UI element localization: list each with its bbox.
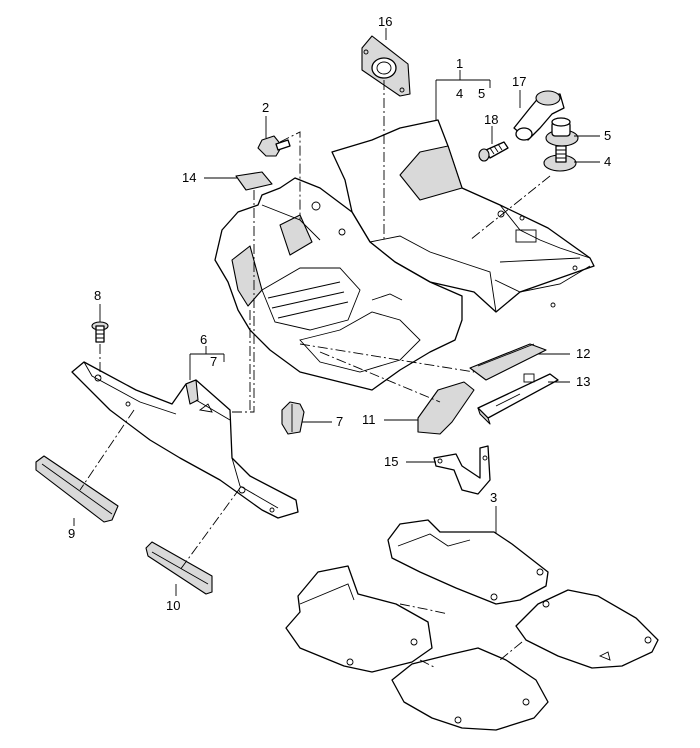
part-6-sill-trim xyxy=(71,361,299,519)
part-18-screw xyxy=(478,141,509,162)
callout-10: 10 xyxy=(166,598,180,613)
part-14-pad xyxy=(235,171,273,191)
callout-5: 5 xyxy=(604,128,611,143)
callout-labels: 16 1 4 5 17 18 5 4 2 14 12 13 11 15 8 6 … xyxy=(68,14,611,613)
callout-4: 4 xyxy=(604,154,611,169)
callout-15: 15 xyxy=(384,454,398,469)
part-12-strip xyxy=(469,343,547,381)
callout-8: 8 xyxy=(94,288,101,303)
part-10-sill-strip xyxy=(145,541,213,595)
part-11-cover xyxy=(417,381,475,435)
callout-6-sub-7: 7 xyxy=(210,354,217,369)
part-5-cap xyxy=(545,117,579,147)
callout-6: 6 xyxy=(200,332,207,347)
callout-3: 3 xyxy=(490,490,497,505)
part-9-sill-strip xyxy=(35,455,119,523)
part-13-rail xyxy=(477,373,559,425)
part-7-clip xyxy=(281,401,305,435)
part-4-stud xyxy=(543,145,577,172)
callout-13: 13 xyxy=(576,374,590,389)
callout-16: 16 xyxy=(378,14,392,29)
part-1-floor-carpet xyxy=(331,119,595,313)
callout-14: 14 xyxy=(182,170,196,185)
part-3-floor-mats xyxy=(285,519,659,731)
part-16-bracket xyxy=(361,35,411,97)
callout-1-sub-4: 4 xyxy=(456,86,463,101)
part-15-bracket xyxy=(433,445,491,495)
callout-11: 11 xyxy=(362,412,376,427)
callout-1: 1 xyxy=(456,56,463,71)
callout-1-sub-5: 5 xyxy=(478,86,485,101)
part-2-clip xyxy=(257,135,291,157)
part-8-screw xyxy=(91,321,109,343)
callout-18: 18 xyxy=(484,112,498,127)
callout-12: 12 xyxy=(576,346,590,361)
callout-9: 9 xyxy=(68,526,75,541)
callout-2: 2 xyxy=(262,100,269,115)
part-17-tube xyxy=(513,90,565,141)
assembly-lines xyxy=(79,80,551,669)
callout-17: 17 xyxy=(512,74,526,89)
callout-7: 7 xyxy=(336,414,343,429)
leader-lines xyxy=(73,28,600,596)
